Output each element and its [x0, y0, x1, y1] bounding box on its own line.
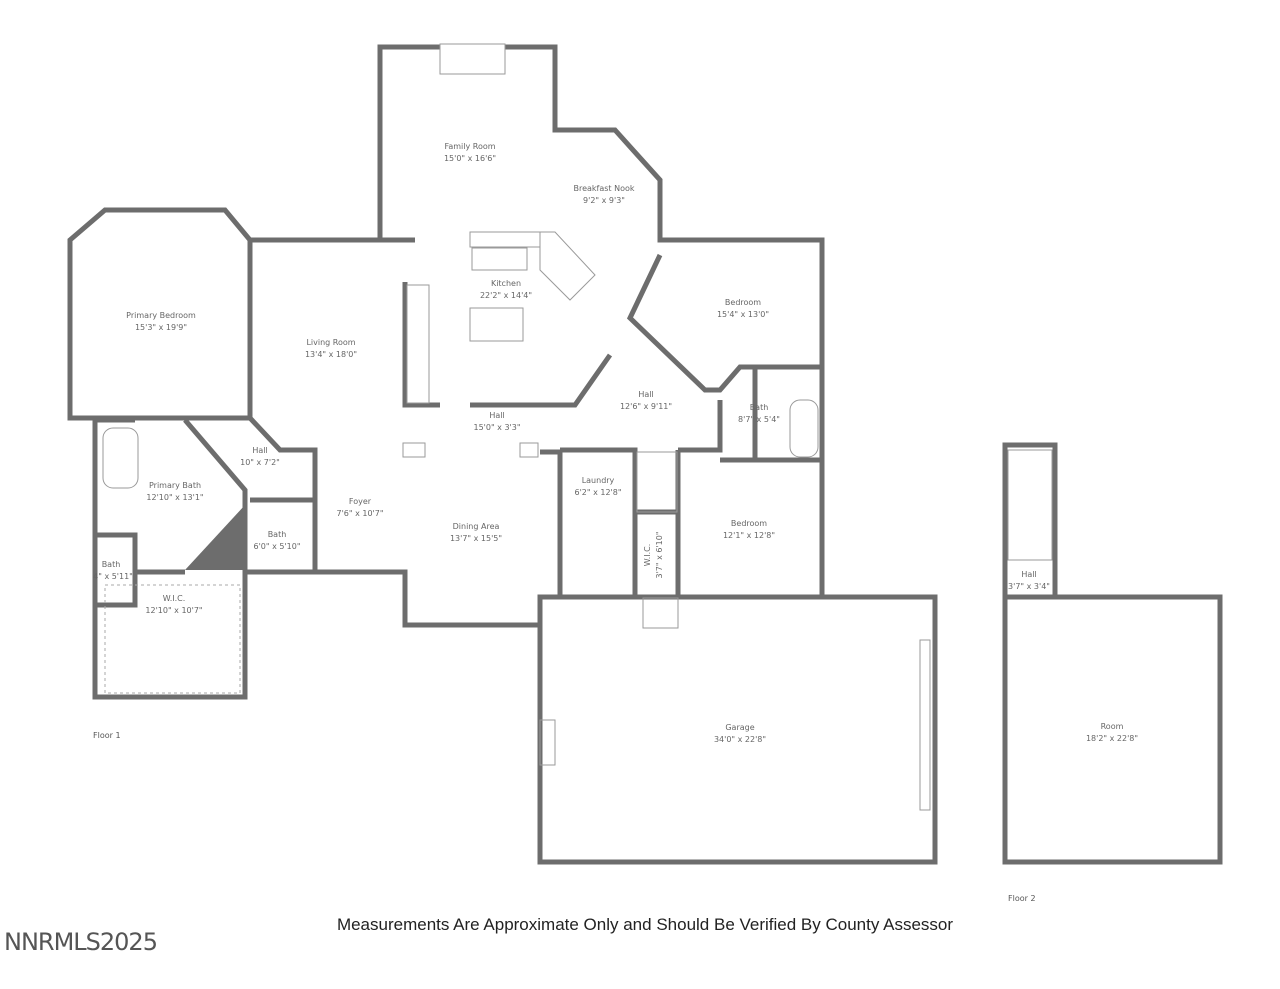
room-name: Hall	[1021, 570, 1036, 579]
room-size: 4" x 5'11"	[93, 572, 133, 581]
room-size: 13'7" x 15'5"	[450, 534, 502, 543]
room-name: Family Room	[444, 142, 495, 151]
room-size: 12'1" x 12'8"	[723, 531, 775, 540]
floor-label: Floor 2	[1008, 894, 1036, 903]
room-size: 6'0" x 5'10"	[253, 542, 300, 551]
room-name: Kitchen	[491, 279, 521, 288]
fixtures	[102, 43, 1053, 811]
room-name: W.I.C.	[643, 544, 652, 567]
room-size: 8'7" x 5'4"	[738, 415, 780, 424]
room-name: Living Room	[306, 338, 355, 347]
room-size: 15'3" x 19'9"	[135, 323, 187, 332]
room-name: Foyer	[349, 497, 372, 506]
room-size: 10" x 7'2"	[240, 458, 280, 467]
disclaimer: Measurements Are Approximate Only and Sh…	[336, 915, 954, 934]
room-size: 22'2" x 14'4"	[480, 291, 532, 300]
room-name: Hall	[638, 390, 653, 399]
room-name: W.I.C.	[163, 594, 186, 603]
room-name: Bedroom	[725, 298, 761, 307]
room-name: Laundry	[582, 476, 615, 485]
room-name: Room	[1101, 722, 1124, 731]
floor-label: Floor 1	[93, 731, 121, 740]
room-name: Breakfast Nook	[573, 184, 634, 193]
room-name: Bedroom	[731, 519, 767, 528]
room-size: 15'0" x 3'3"	[473, 423, 520, 432]
room-name: Dining Area	[453, 522, 500, 531]
room-name: Hall	[252, 446, 267, 455]
room-size: 7'6" x 10'7"	[336, 509, 383, 518]
room-size: 18'2" x 22'8"	[1086, 734, 1138, 743]
room-size: 9'2" x 9'3"	[583, 196, 625, 205]
room-size: 12'6" x 9'11"	[620, 402, 672, 411]
walls	[67, 44, 1223, 865]
room-size: 15'0" x 16'6"	[444, 154, 496, 163]
room-size: 13'4" x 18'0"	[305, 350, 357, 359]
room-size: 34'0" x 22'8"	[714, 735, 766, 744]
room-name: Bath	[102, 560, 121, 569]
room-name: Bath	[750, 403, 769, 412]
room-size: 3'7" x 3'4"	[1008, 582, 1050, 591]
room-size: 15'4" x 13'0"	[717, 310, 769, 319]
room-name: Primary Bedroom	[126, 311, 196, 320]
room-size: 3'7" x 6'10"	[655, 531, 664, 578]
room-size: 12'10" x 10'7"	[145, 606, 202, 615]
room-name: Garage	[725, 723, 754, 732]
room-labels: Family Room 15'0" x 16'6" Breakfast Nook…	[93, 142, 1138, 903]
watermark: NNRMLS2025	[4, 928, 158, 956]
room-size: 6'2" x 12'8"	[574, 488, 621, 497]
room-name: Bath	[268, 530, 287, 539]
room-size: 12'10" x 13'1"	[146, 493, 203, 502]
room-name: Primary Bath	[149, 481, 201, 490]
room-name: Hall	[489, 411, 504, 420]
